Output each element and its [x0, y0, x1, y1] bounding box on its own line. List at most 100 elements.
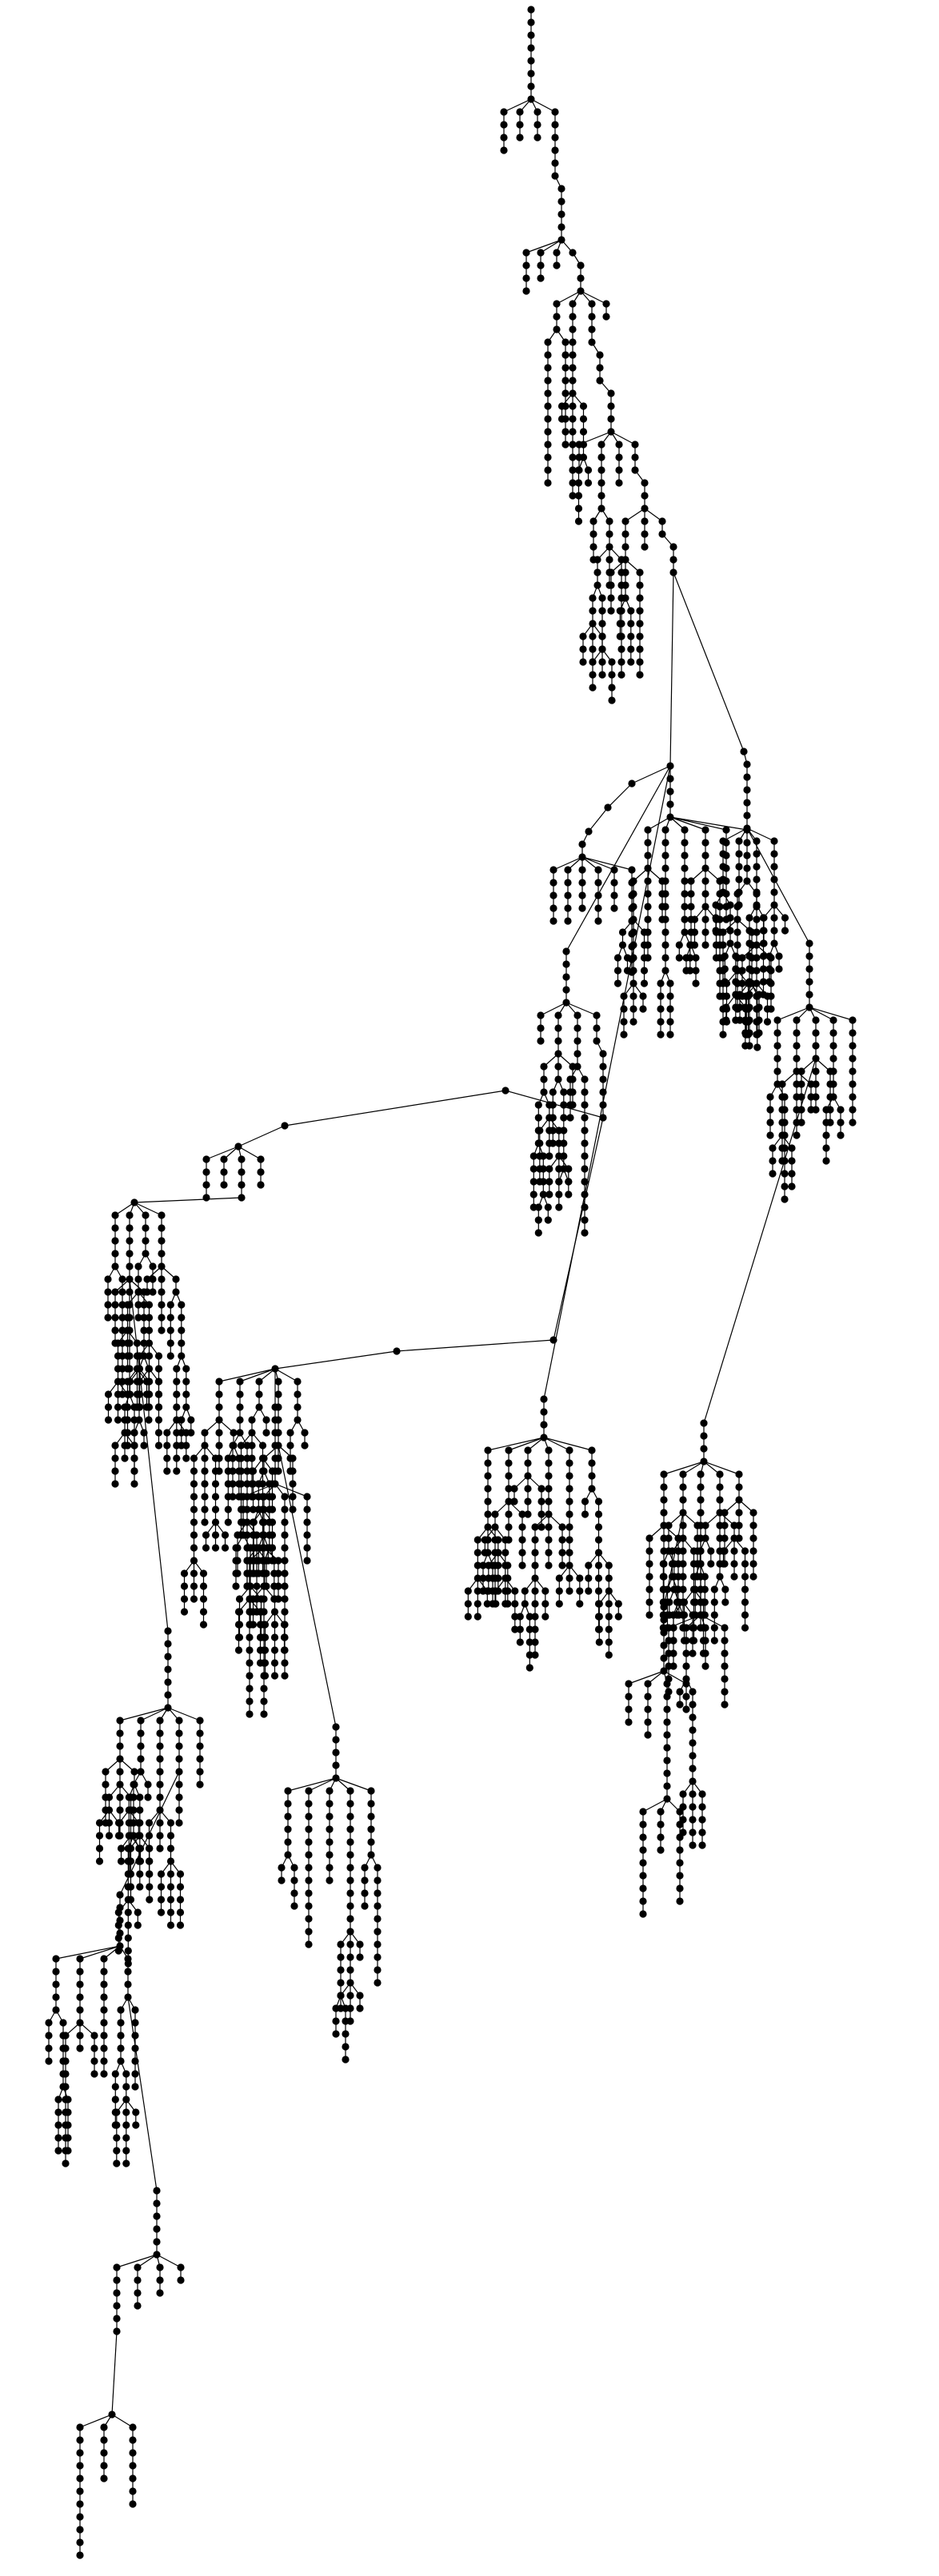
tree-node — [374, 1940, 382, 1948]
tree-node — [484, 1485, 492, 1493]
tree-node — [175, 1793, 183, 1801]
tree-node — [479, 1561, 487, 1569]
tree-node — [544, 415, 552, 423]
tree-node — [271, 1454, 279, 1462]
tree-node — [464, 1613, 472, 1621]
tree-node — [769, 1170, 777, 1178]
tree-node — [613, 979, 622, 987]
tree-node — [501, 1549, 509, 1557]
tree-node — [721, 1662, 729, 1670]
tree-node — [230, 1429, 238, 1437]
tree-node — [666, 992, 674, 1000]
tree-node — [770, 939, 778, 947]
tree-node — [644, 903, 652, 911]
tree-node — [661, 954, 669, 962]
tree-node — [690, 915, 699, 923]
tree-node — [697, 1509, 705, 1517]
tree-edge — [588, 807, 609, 832]
tree-node — [778, 1080, 786, 1088]
tree-node — [361, 1864, 369, 1872]
tree-node — [551, 134, 559, 142]
tree-node — [565, 1497, 573, 1505]
tree-node — [645, 1585, 653, 1593]
tree-node — [274, 1390, 282, 1398]
tree-node — [616, 620, 624, 628]
tree-node — [237, 1454, 246, 1462]
tree-node — [631, 466, 639, 474]
tree-node — [527, 6, 535, 14]
tree-node — [104, 1288, 112, 1296]
tree-node — [113, 2315, 121, 2323]
tree-node — [211, 1493, 220, 1501]
tree-node — [124, 1844, 132, 1852]
tree-node — [663, 1731, 671, 1739]
tree-node — [599, 1050, 607, 1058]
tree-node — [770, 927, 778, 935]
tree-node — [116, 1755, 124, 1763]
tree-node — [271, 1403, 279, 1411]
tree-node — [560, 1139, 568, 1147]
tree-node — [659, 1560, 667, 1568]
tree-node — [681, 915, 689, 923]
tree-node — [663, 1693, 671, 1701]
tree-node — [636, 607, 644, 615]
tree-node — [561, 364, 569, 372]
tree-node — [270, 1659, 279, 1667]
tree-edge — [278, 1445, 337, 1728]
tree-node — [837, 1106, 845, 1114]
tree-node — [595, 1625, 603, 1633]
tree-node — [544, 364, 552, 372]
tree-node — [698, 1828, 706, 1836]
tree-node — [639, 1005, 647, 1013]
tree-node — [661, 915, 669, 923]
tree-edge — [308, 1777, 337, 1792]
tree-node — [122, 2108, 130, 2116]
tree-node — [599, 1088, 607, 1096]
tree-node — [262, 1429, 270, 1437]
tree-node — [500, 108, 508, 116]
tree-node — [45, 2044, 53, 2052]
tree-node — [215, 1390, 223, 1398]
tree-node — [660, 1616, 668, 1624]
tree-node — [793, 1016, 801, 1024]
tree-node — [555, 1190, 563, 1198]
tree-node — [562, 947, 570, 955]
tree-node — [594, 1497, 603, 1505]
tree-node — [569, 300, 577, 308]
tree-node — [111, 1326, 119, 1334]
tree-node — [196, 1755, 204, 1763]
tree-node — [135, 1416, 143, 1424]
tree-node — [201, 1480, 209, 1488]
tree-node — [175, 1806, 183, 1814]
tree-node — [281, 1582, 289, 1590]
tree-node — [153, 2187, 161, 2195]
tree-node — [166, 1896, 175, 1904]
tree-node — [735, 1483, 743, 1491]
tree-node — [260, 1697, 268, 1705]
tree-node — [529, 1190, 537, 1198]
tree-node — [581, 1101, 589, 1109]
tree-node — [605, 517, 613, 525]
tree-node — [491, 1510, 499, 1518]
tree-node — [215, 1378, 223, 1386]
tree-node — [158, 1237, 166, 1245]
tree-node — [130, 1467, 138, 1475]
tree-node — [271, 1467, 279, 1475]
tree-node — [260, 1569, 268, 1577]
tree-node — [636, 658, 644, 666]
tree-node — [613, 954, 622, 962]
tree-node — [62, 2070, 70, 2078]
tree-node — [562, 986, 570, 994]
tree-node — [565, 1510, 573, 1518]
tree-node — [154, 1442, 163, 1449]
tree-node — [689, 1726, 697, 1734]
tree-node — [261, 1633, 270, 1641]
tree-node — [578, 840, 586, 848]
tree-node — [76, 2436, 84, 2444]
tree-node — [701, 864, 709, 872]
tree-node — [202, 1531, 210, 1539]
tree-node — [629, 903, 637, 911]
tree-node — [505, 1485, 513, 1493]
tree-node — [822, 1119, 830, 1127]
tree-node — [620, 1031, 628, 1039]
